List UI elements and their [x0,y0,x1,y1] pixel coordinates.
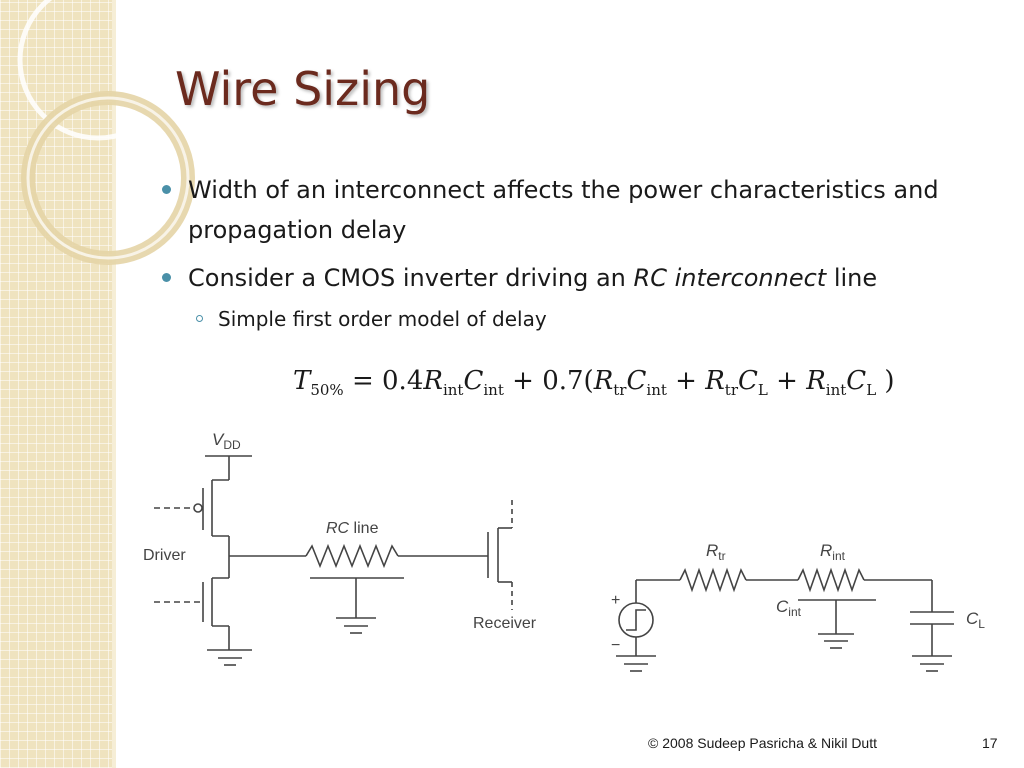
eq-lhs: T [293,366,311,396]
bullet-item-1: Width of an interconnect affects the pow… [160,170,1010,250]
slide-title: Wire Sizing [175,62,431,116]
c-l-label: CL [966,609,985,631]
sub-bullet-ring [196,315,203,322]
sub-bullet-text: Simple first order model of delay [218,307,547,331]
bullet-dot [162,185,171,194]
bullet-dot [162,273,171,282]
c-int-label: Cint [776,597,802,619]
source-minus: − [611,637,620,654]
r-int-label: Rint [820,541,846,563]
bullet-text-2-emphasis: RC interconnect [633,264,827,292]
decorative-circles [17,0,195,265]
sub-bullet-item: Simple first order model of delay [160,304,1010,334]
vdd-label: VDD [212,430,241,452]
rc-line-label: RC line [326,520,379,537]
bullet-list: Width of an interconnect affects the pow… [160,170,1010,334]
eq-lhs-sub: 50% [310,381,344,400]
copyright-footer: © 2008 Sudeep Pasricha & Nikil Dutt [648,735,877,751]
bullet-text-2-prefix: Consider a CMOS inverter driving an [188,264,634,292]
receiver-label: Receiver [473,615,537,632]
driver-label: Driver [143,547,186,564]
eq-coef2: 0.7 [542,366,584,396]
eq-coef1: 0.4 [382,366,424,396]
bullet-text-2-suffix: line [826,264,878,292]
delay-equation: T50% = 0.4RintCint + 0.7(RtrCint + RtrCL… [293,366,895,400]
bullet-item-2: Consider a CMOS inverter driving an RC i… [160,258,1010,298]
r-tr-label: Rtr [706,541,726,563]
source-plus: + [611,592,620,609]
sidebar-edge [112,0,116,768]
page-number: 17 [982,735,998,751]
bullet-text-1: Width of an interconnect affects the pow… [188,176,939,244]
